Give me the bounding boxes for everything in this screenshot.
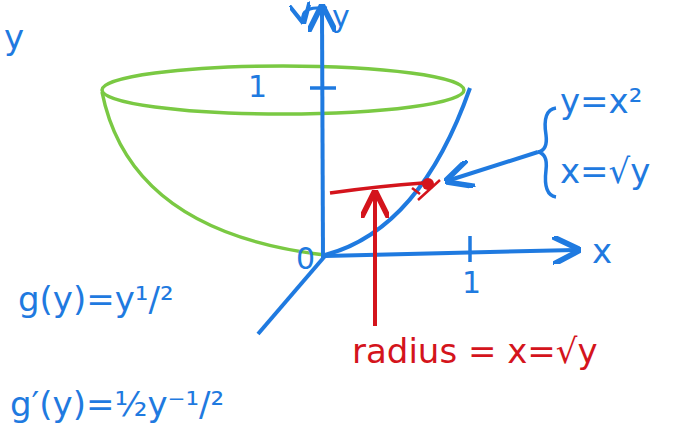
rotation-arrow xyxy=(303,8,327,20)
function-label: g(y)=y¹/² xyxy=(18,280,174,319)
radius-arrow xyxy=(373,196,377,326)
tick-mark xyxy=(468,236,472,262)
y-axis xyxy=(322,10,323,258)
derivative-label: g′(y)=½y⁻¹/² xyxy=(10,385,224,424)
tick-number: 1 xyxy=(248,70,267,105)
x-axis xyxy=(325,250,575,256)
radius-label: radius = x=√y xyxy=(352,332,598,371)
axis-letter: x xyxy=(592,232,612,271)
brace xyxy=(538,108,556,197)
origin-label: 0 xyxy=(296,242,315,277)
axis-letter: y xyxy=(4,18,24,57)
bowl-rim xyxy=(102,66,464,114)
bowl-side xyxy=(102,92,325,255)
equation: y=x² xyxy=(560,82,642,121)
radius-line xyxy=(330,183,423,193)
pointer-arrow xyxy=(450,152,538,180)
tick-mark xyxy=(310,86,336,90)
equation: x=√y xyxy=(560,152,650,191)
axis-letter: y xyxy=(332,0,350,35)
hatch-mark xyxy=(412,180,440,200)
parabola-curve xyxy=(325,88,470,255)
tick-number: 1 xyxy=(462,266,481,301)
